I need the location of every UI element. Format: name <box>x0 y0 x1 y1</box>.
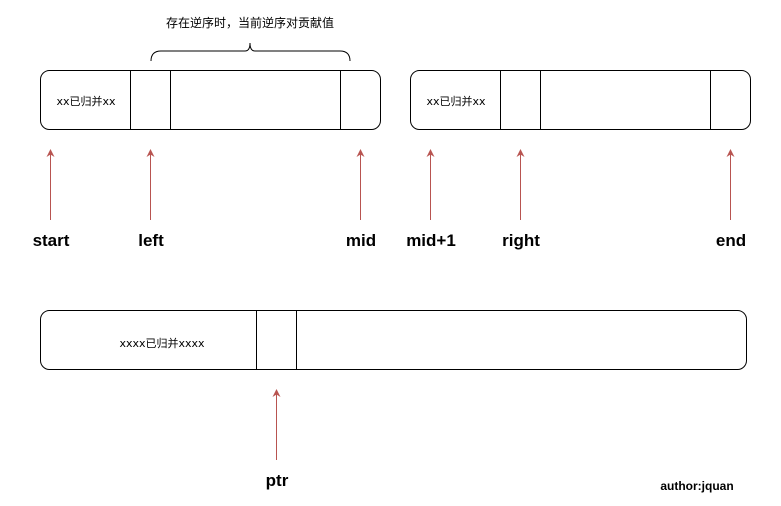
temp-array: xxxx已归并xxxx <box>40 310 747 370</box>
mid-plus-1-label: mid+1 <box>406 231 456 250</box>
curly-brace <box>150 42 351 62</box>
temp-merged-label: xxxx已归并xxxx <box>119 336 205 350</box>
right-subarray-box <box>410 70 751 130</box>
start-label: start <box>33 231 70 250</box>
end-label: end <box>716 231 746 250</box>
left-subarray: xx已归并xx <box>40 70 381 130</box>
brace-note: 存在逆序时，当前逆序对贡献值 <box>166 15 334 30</box>
right-subarray: xx已归并xx <box>410 70 751 130</box>
right-merged-label: xx已归并xx <box>426 94 486 108</box>
right-label: right <box>502 231 540 250</box>
temp-array-box <box>40 310 747 370</box>
left-merged-label: xx已归并xx <box>56 94 116 108</box>
left-subarray-box <box>40 70 381 130</box>
mid-label: mid <box>346 231 376 250</box>
author-credit: author:jquan <box>660 479 733 493</box>
ptr-label: ptr <box>266 471 289 490</box>
left-label: left <box>138 231 164 250</box>
